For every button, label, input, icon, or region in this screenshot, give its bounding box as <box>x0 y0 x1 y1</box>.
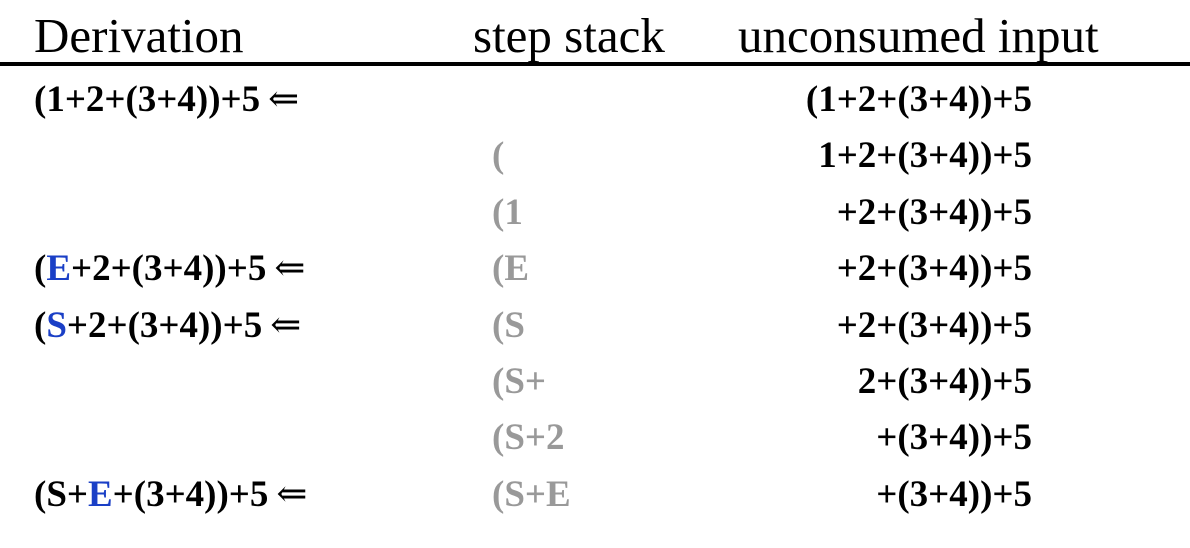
step-stack-cell: (1 <box>492 191 523 233</box>
derivation-arrow-icon: ⇐ <box>276 473 308 515</box>
derivation-text-prefix: (S+ <box>34 473 88 515</box>
unconsumed-input-cell: +(3+4))+5 <box>876 473 1032 515</box>
unconsumed-input-cell: 2+(3+4))+5 <box>857 361 1032 402</box>
step-stack-column-header: step stack <box>473 8 665 63</box>
derivation-text-suffix: +2+(3+4))+5 <box>71 248 267 290</box>
unconsumed-input-cell: +2+(3+4))+5 <box>836 191 1032 233</box>
step-stack-cell: (S+E <box>492 473 571 515</box>
header-divider <box>0 62 1190 66</box>
highlighted-nonterminal: S <box>46 304 67 346</box>
table-row: (1+2+(3+4))+5⇐(1+2+(3+4))+5 <box>0 72 1190 128</box>
unconsumed-input-cell: +(3+4))+5 <box>876 417 1032 459</box>
table-row: (S+ 2+(3+4))+5 <box>0 354 1190 410</box>
derivation-arrow-icon: ⇐ <box>274 248 306 290</box>
unconsumed-input-cell: +2+(3+4))+5 <box>836 304 1032 346</box>
highlighted-nonterminal: E <box>87 473 113 515</box>
table-row: (S+E+(3+4))+5⇐(S+E+(3+4))+5 <box>0 467 1190 523</box>
derivation-cell: (E+2+(3+4))+5⇐ <box>34 241 305 297</box>
unconsumed-input-cell: 1+2+(3+4))+5 <box>818 135 1032 177</box>
derivation-arrow-icon: ⇐ <box>268 79 300 120</box>
derivation-text-prefix: ( <box>34 248 47 290</box>
highlighted-nonterminal: E <box>46 248 72 290</box>
table-row: (1+2+(3+4))+5 <box>0 128 1190 184</box>
table-row: (S+2+(3+4))+5⇐(S+2+(3+4))+5 <box>0 298 1190 354</box>
step-stack-cell: (S <box>492 304 525 346</box>
derivation-column-header: Derivation <box>34 8 244 63</box>
derivation-cell: (1+2+(3+4))+5⇐ <box>34 72 299 128</box>
derivation-cell: (S+E+(3+4))+5⇐ <box>34 467 307 523</box>
derivation-arrow-icon: ⇐ <box>270 304 302 346</box>
unconsumed-input-column-header: unconsumed input <box>738 8 1099 63</box>
unconsumed-input-cell: +2+(3+4))+5 <box>836 248 1032 290</box>
table-row: (1 +2+(3+4))+5 <box>0 185 1190 241</box>
table-row: (S+2 +(3+4))+5 <box>0 410 1190 466</box>
step-stack-cell: (E <box>492 248 529 290</box>
table-row: (E+2+(3+4))+5⇐(E+2+(3+4))+5 <box>0 241 1190 297</box>
unconsumed-input-cell: (1+2+(3+4))+5 <box>805 79 1032 120</box>
step-stack-cell: (S+2 <box>492 417 565 459</box>
derivation-text-suffix: +(3+4))+5 <box>112 473 269 515</box>
step-stack-cell: ( <box>492 135 505 177</box>
step-stack-cell: (S+ <box>492 361 546 402</box>
derivation-text-prefix: (1+2+(3+4))+5 <box>34 79 261 120</box>
derivation-text-suffix: +2+(3+4))+5 <box>66 304 263 346</box>
derivation-cell: (S+2+(3+4))+5⇐ <box>34 298 301 354</box>
derivation-text-prefix: ( <box>34 304 47 346</box>
